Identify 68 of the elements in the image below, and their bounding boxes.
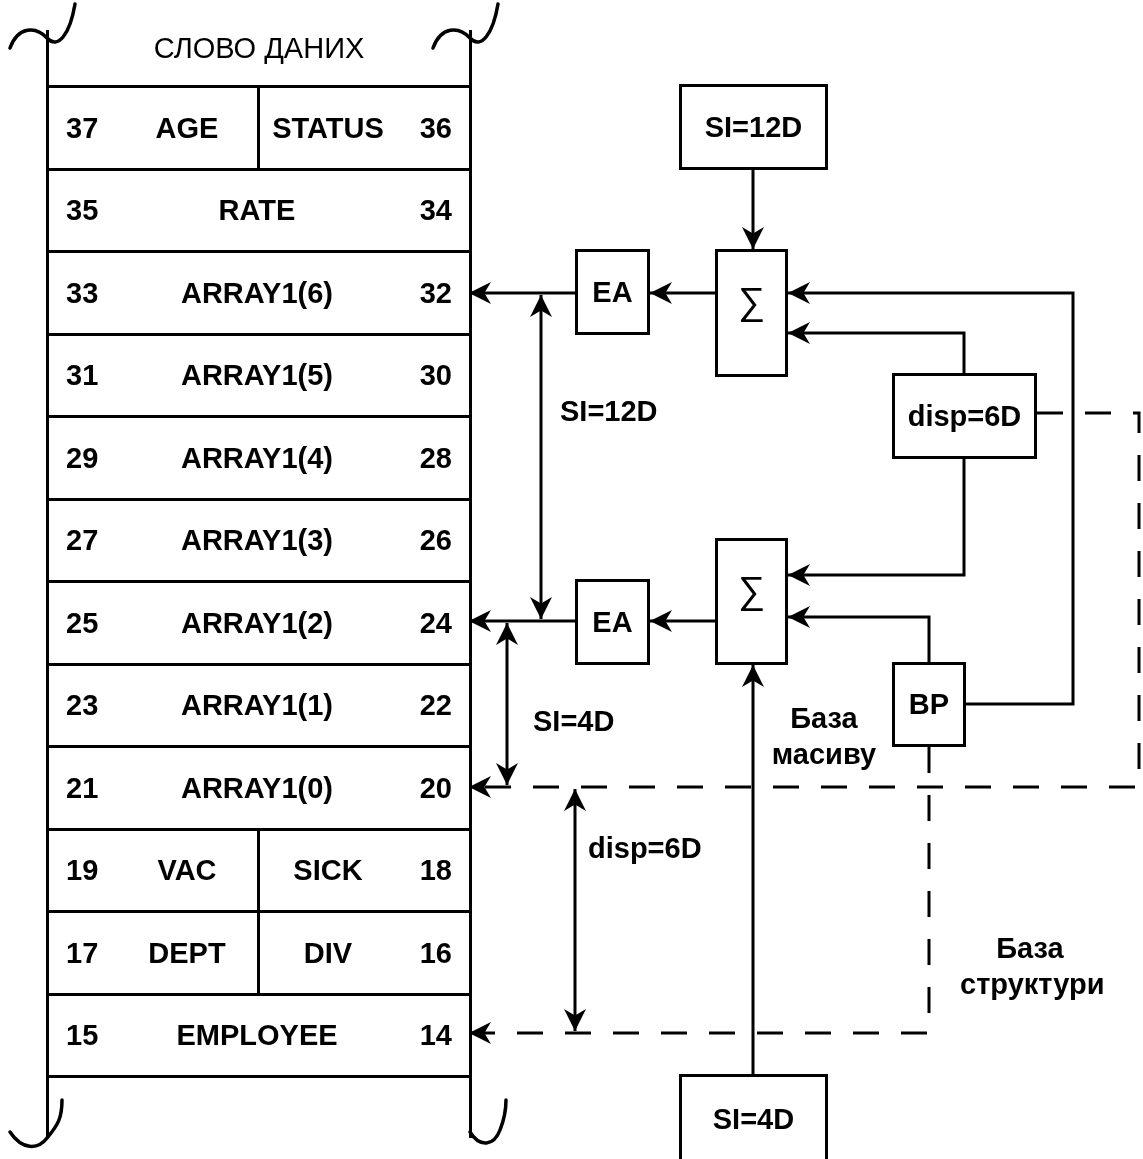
memory-row — [49, 992, 469, 1078]
arrow — [650, 282, 715, 304]
field-name: RATE — [218, 193, 296, 227]
field-name: DEPT — [148, 936, 226, 970]
dimension-label: disp=6D — [588, 832, 702, 865]
field-name: EMPLOYEE — [176, 1018, 338, 1052]
arrow — [788, 459, 966, 586]
address-number: 16 — [419, 936, 452, 970]
field-name: ARRAY1(2) — [181, 606, 333, 640]
register-box: disp=6D — [892, 373, 1037, 459]
column-heading: СЛОВО ДАНИХ — [152, 32, 366, 65]
field-name: ARRAY1(0) — [181, 771, 333, 805]
arrow — [650, 610, 715, 632]
address-number: 28 — [419, 441, 452, 475]
address-number: 27 — [66, 523, 99, 557]
field-name: ARRAY1(1) — [181, 688, 333, 722]
arrow — [469, 282, 575, 304]
address-number: 36 — [419, 111, 452, 145]
arrow — [469, 411, 1141, 798]
arrow — [742, 665, 764, 1074]
arrow — [469, 610, 575, 632]
field-name: AGE — [155, 111, 219, 145]
address-number: 18 — [419, 853, 452, 887]
address-number: 23 — [66, 688, 99, 722]
dimension-label: SI=12D — [560, 395, 658, 428]
register-box: SI=4D — [679, 1074, 828, 1159]
register-box: EA — [575, 249, 650, 335]
field-name: ARRAY1(6) — [181, 276, 333, 310]
arrow — [788, 282, 1075, 706]
address-number: 17 — [66, 936, 99, 970]
memory-column — [46, 30, 472, 1138]
address-number: 15 — [66, 1018, 99, 1052]
address-number: 32 — [419, 276, 452, 310]
address-number: 33 — [66, 276, 99, 310]
address-number: 29 — [66, 441, 99, 475]
field-name: ARRAY1(4) — [181, 441, 333, 475]
memory-row — [49, 85, 469, 168]
dimension-label: SI=4D — [533, 705, 615, 738]
register-box: BP — [892, 662, 966, 747]
memory-row — [49, 910, 469, 993]
address-number: 24 — [419, 606, 452, 640]
field-name: STATUS — [272, 111, 384, 145]
address-number: 19 — [66, 853, 99, 887]
field-name: VAC — [157, 853, 217, 887]
address-number: 26 — [419, 523, 452, 557]
arrow — [788, 322, 966, 373]
register-box: EA — [575, 579, 650, 665]
address-number: 34 — [419, 193, 452, 227]
field-name: ARRAY1(5) — [181, 358, 333, 392]
memory-row — [49, 827, 469, 910]
address-number: 30 — [419, 358, 452, 392]
address-number: 37 — [66, 111, 99, 145]
address-number: 21 — [66, 771, 99, 805]
adder-box: ∑ — [715, 249, 788, 377]
address-number: 22 — [419, 688, 452, 722]
arrow — [788, 606, 931, 662]
address-number: 25 — [66, 606, 99, 640]
field-name: DIV — [303, 936, 353, 970]
address-number: 20 — [419, 771, 452, 805]
address-number: 35 — [66, 193, 99, 227]
arrow — [469, 747, 931, 1044]
arrow — [742, 170, 764, 249]
register-box: SI=12D — [679, 84, 828, 170]
address-number: 31 — [66, 358, 99, 392]
field-name: ARRAY1(3) — [181, 523, 333, 557]
address-number: 14 — [419, 1018, 452, 1052]
adder-box: ∑ — [715, 538, 788, 665]
field-name: SICK — [293, 853, 363, 887]
